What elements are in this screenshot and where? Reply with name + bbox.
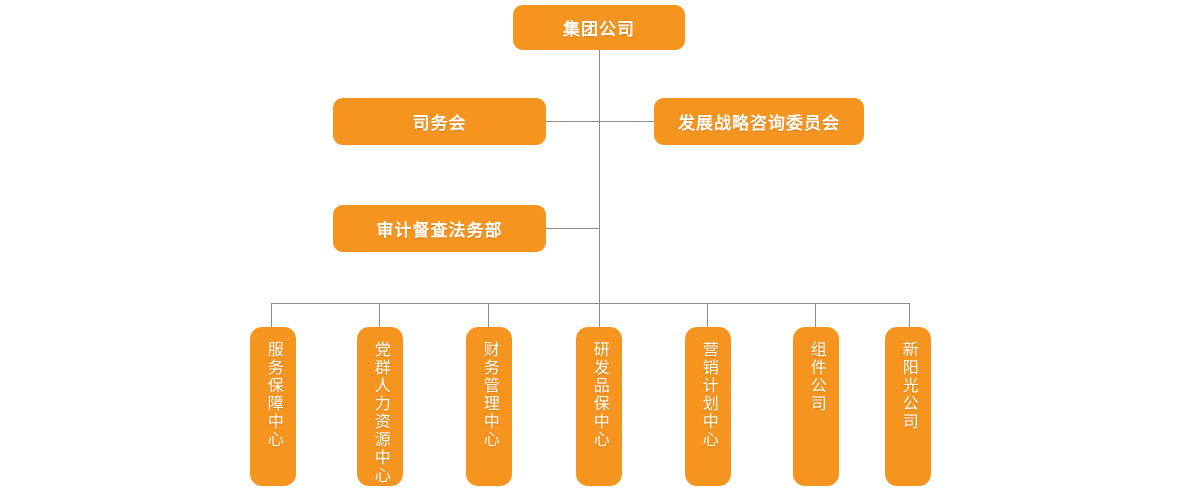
bus-line-horizontal: [271, 303, 910, 304]
drop-line-4: [599, 303, 600, 327]
node-label: 服务保障中心: [264, 341, 282, 449]
trunk-line-vertical: [599, 50, 600, 303]
node-audit-legal-department[interactable]: 审计督查法务部: [324, 198, 546, 252]
branch-line-level2-right: [599, 121, 654, 122]
node-strategy-advisory-committee[interactable]: 发展战略咨询委员会: [645, 91, 864, 145]
drop-line-7: [909, 303, 910, 327]
node-label: 营销计划中心: [699, 341, 717, 449]
node-label: 审计督查法务部: [376, 221, 503, 240]
node-label: 研发品保中心: [590, 341, 608, 449]
node-label: 集团公司: [563, 20, 635, 39]
node-finance-management-center[interactable]: 财务管理中心: [459, 321, 512, 486]
node-label: 组件公司: [807, 341, 825, 413]
branch-line-level2-left: [546, 121, 599, 122]
node-root-group-company[interactable]: 集团公司: [504, 0, 685, 50]
node-office-committee[interactable]: 司务会: [324, 91, 546, 145]
drop-line-1: [271, 303, 272, 327]
node-module-company[interactable]: 组件公司: [786, 321, 839, 486]
drop-line-5: [707, 303, 708, 327]
node-label: 财务管理中心: [480, 341, 498, 449]
node-label: 新阳光公司: [899, 341, 917, 431]
node-marketing-planning-center[interactable]: 营销计划中心: [678, 321, 731, 486]
node-label: 司务会: [412, 114, 467, 133]
drop-line-3: [488, 303, 489, 327]
node-service-support-center[interactable]: 服务保障中心: [243, 321, 296, 486]
drop-line-6: [815, 303, 816, 327]
node-new-sunshine-company[interactable]: 新阳光公司: [878, 321, 931, 486]
branch-line-level3: [546, 228, 599, 229]
node-rnd-quality-center[interactable]: 研发品保中心: [569, 321, 622, 486]
drop-line-2: [379, 303, 380, 327]
node-label: 党群人力资源中心: [371, 341, 389, 485]
node-label: 发展战略咨询委员会: [678, 114, 840, 133]
node-party-hr-center[interactable]: 党群人力资源中心: [350, 321, 403, 486]
